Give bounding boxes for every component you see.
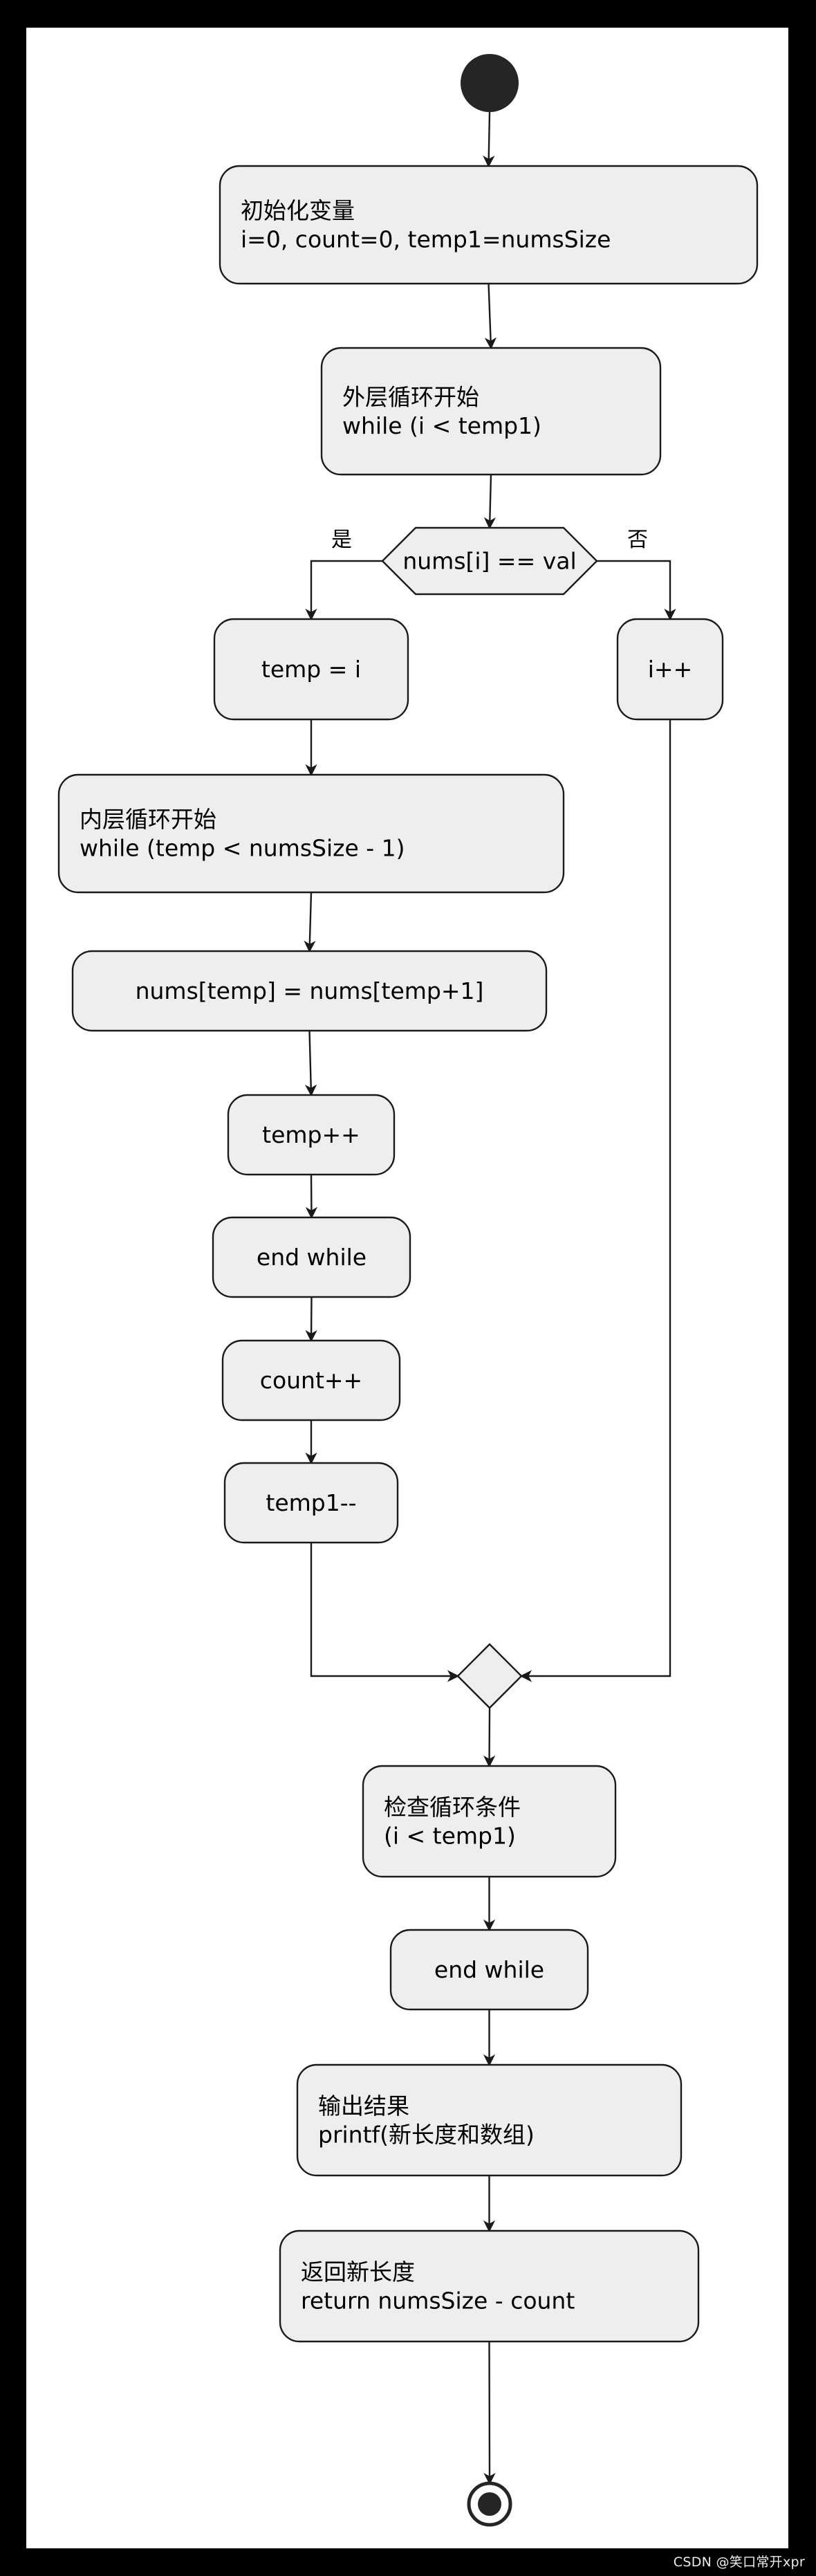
edge-decision-nums-eq-val-to-i-increment	[597, 560, 676, 621]
label-no: 否	[627, 528, 648, 552]
node-label-line: 输出结果	[318, 2092, 409, 2119]
node-label-line: temp = i	[261, 656, 361, 683]
action-shape	[71, 950, 548, 1032]
node-label-line: nums[temp] = nums[temp+1]	[136, 977, 484, 1004]
node-outer-end-while[interactable]: end while	[389, 1929, 589, 2011]
action-shape	[362, 1765, 617, 1878]
node-check-loop-condition[interactable]: 检查循环条件(i < temp1)	[362, 1765, 617, 1878]
edge-inner-end-while-to-count-increment	[305, 1296, 317, 1343]
action-shape	[296, 2063, 683, 2177]
edge-shift-element-to-temp-increment	[304, 1030, 317, 1097]
edge-inner-while-to-shift-element	[304, 892, 316, 953]
node-label-line: return numsSize - count	[301, 2287, 575, 2314]
node-label-line: 检查循环条件	[384, 1794, 521, 1821]
node-label-line: while (temp < numsSize - 1)	[80, 834, 405, 861]
node-temp1-decrement[interactable]: temp1--	[223, 1462, 399, 1544]
action-shape	[389, 1929, 589, 2011]
start-node-icon[interactable]	[461, 54, 519, 112]
node-inner-end-while[interactable]: end while	[212, 1216, 411, 1298]
edge-decision-nums-eq-val-to-temp-assign	[305, 560, 382, 621]
node-count-increment[interactable]: count++	[221, 1339, 401, 1422]
action-shape	[223, 1462, 399, 1544]
node-label-line: while (i < temp1)	[342, 412, 541, 439]
edge-i-increment-to-merge	[519, 719, 671, 1682]
node-label-line: i=0, count=0, temp1=numsSize	[241, 226, 611, 252]
edge-layer	[304, 111, 676, 2485]
node-label-line: temp++	[262, 1121, 360, 1148]
node-init[interactable]: 初始化变量 i=0, count=0, temp1=numsSize	[219, 165, 759, 285]
edge-outer-while-to-decision-nums-eq-val	[483, 474, 497, 530]
action-shape	[221, 1339, 401, 1422]
node-decision-nums-eq-val[interactable]: nums[i] == val	[381, 526, 598, 596]
action-shape	[320, 347, 662, 476]
label-yes: 是	[331, 528, 352, 552]
action-shape	[227, 1094, 396, 1176]
node-label-line: count++	[260, 1367, 362, 1394]
node-i-increment[interactable]: i++	[616, 618, 724, 721]
action-shape	[212, 1216, 411, 1298]
node-temp-increment[interactable]: temp++	[227, 1094, 396, 1176]
node-label-line: 返回新长度	[301, 2258, 415, 2285]
node-label-line: i++	[648, 656, 692, 683]
merge-diamond[interactable]	[456, 1643, 523, 1709]
action-shape	[219, 165, 759, 285]
node-label-line: 内层循环开始	[80, 806, 216, 833]
node-label-line: printf(新长度和数组)	[318, 2121, 535, 2148]
edge-start-to-init	[483, 111, 495, 168]
node-label-line: 初始化变量	[241, 197, 355, 224]
action-shape	[57, 773, 565, 894]
node-layer: 初始化变量 i=0, count=0, temp1=numsSize 外层循环开始…	[57, 54, 759, 2527]
decision-shape	[381, 526, 598, 596]
csdn-watermark: CSDN @笑口常开xpr	[673, 2555, 805, 2570]
node-label-line: end while	[434, 1956, 544, 1983]
edge-init-to-outer-while	[484, 283, 497, 350]
action-shape	[213, 618, 409, 721]
node-shift-element[interactable]: nums[temp] = nums[temp+1]	[71, 950, 548, 1032]
edge-temp1-decrement-to-merge	[310, 1543, 460, 1682]
node-label-line: (i < temp1)	[384, 1822, 516, 1849]
edge-temp-increment-to-inner-end-while	[305, 1174, 318, 1220]
node-label-line: end while	[257, 1244, 367, 1271]
node-label-line: nums[i] == val	[402, 548, 576, 575]
end-node-inner-dot	[478, 2492, 501, 2516]
node-label-line: temp1--	[266, 1489, 356, 1516]
edge-label-layer: 是否	[331, 528, 648, 552]
action-shape	[616, 618, 724, 721]
node-temp-assign[interactable]: temp = i	[213, 618, 409, 721]
action-shape	[279, 2229, 700, 2343]
node-label-line: 外层循环开始	[342, 383, 479, 410]
